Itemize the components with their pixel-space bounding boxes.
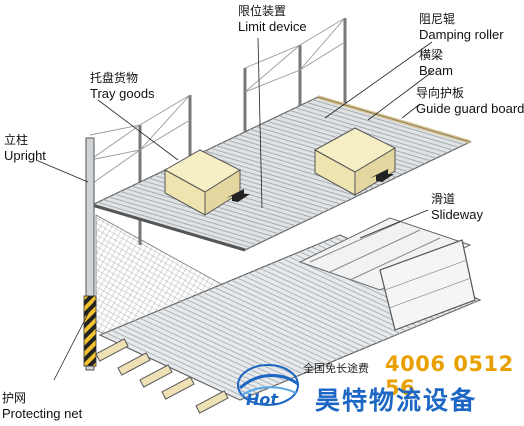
tray-goods-right xyxy=(313,127,397,196)
slideway-gate xyxy=(379,239,476,331)
roller xyxy=(208,289,349,356)
roller xyxy=(111,329,252,396)
roller xyxy=(174,303,315,370)
roller xyxy=(242,275,384,341)
roller xyxy=(271,263,412,330)
roller xyxy=(134,320,275,387)
slideway xyxy=(298,217,472,291)
label-upright-cn: 立柱 xyxy=(4,133,29,147)
lower-deck-rollers xyxy=(105,236,475,399)
company-name: 昊特物流设备 xyxy=(315,386,478,415)
roller xyxy=(236,277,378,344)
roller xyxy=(108,196,263,243)
label-guide-guard-board-cn: 导向护板 xyxy=(416,86,465,100)
roller xyxy=(295,107,448,154)
label-upright: 立柱 Upright xyxy=(4,133,46,163)
hotline-prefix: 全国免长途费 xyxy=(303,362,369,375)
roller xyxy=(139,317,281,384)
label-limit-device: 限位装置 Limit device xyxy=(238,4,307,34)
label-beam-cn: 横梁 xyxy=(419,48,444,62)
label-upright-en: Upright xyxy=(4,148,46,163)
roller xyxy=(204,150,358,197)
upright-guard xyxy=(83,295,97,367)
roller xyxy=(306,101,459,148)
front-upright xyxy=(85,137,95,371)
roller xyxy=(312,99,465,146)
roller xyxy=(300,104,454,151)
label-slideway-cn: 滑道 xyxy=(431,192,456,206)
hotline-number: 4006 0512 56 xyxy=(385,352,514,400)
roller xyxy=(151,313,292,380)
label-beam-en: Beam xyxy=(419,63,453,78)
roller xyxy=(97,201,251,248)
roller xyxy=(231,279,372,346)
roller xyxy=(225,282,366,349)
roller xyxy=(120,191,274,237)
label-protecting-net: 护网 Protecting net xyxy=(2,391,82,421)
hot-logo-icon xyxy=(237,364,299,406)
leader-lines xyxy=(35,37,433,381)
roller xyxy=(105,332,246,399)
roller xyxy=(199,153,353,200)
roller xyxy=(145,315,286,382)
label-damping-roller: 阻尼辊 Damping roller xyxy=(419,12,504,42)
label-protecting-net-en: Protecting net xyxy=(2,406,83,421)
roller xyxy=(179,301,321,368)
roller-ends xyxy=(95,338,229,414)
roller xyxy=(191,296,332,363)
roller xyxy=(219,284,361,351)
roller xyxy=(196,294,338,360)
roller xyxy=(162,308,304,375)
label-damping-roller-cn: 阻尼辊 xyxy=(419,12,456,26)
roller xyxy=(202,291,344,358)
roller xyxy=(214,286,355,353)
label-tray-goods: 托盘货物 Tray goods xyxy=(90,71,155,101)
roller xyxy=(248,272,389,339)
roller xyxy=(128,322,269,389)
label-tray-goods-en: Tray goods xyxy=(90,86,155,101)
label-beam: 横梁 Beam xyxy=(419,48,453,78)
label-tray-goods-cn: 托盘货物 xyxy=(90,71,139,85)
logo-text: Hot xyxy=(246,390,279,409)
roller xyxy=(116,327,258,394)
beam xyxy=(91,203,246,252)
roller xyxy=(168,305,309,372)
label-limit-device-en: Limit device xyxy=(238,19,307,34)
label-protecting-net-cn: 护网 xyxy=(2,391,27,405)
roller xyxy=(114,193,268,240)
roller xyxy=(185,298,326,365)
label-damping-roller-en: Damping roller xyxy=(419,27,504,42)
roller xyxy=(103,199,257,246)
label-limit-device-cn: 限位装置 xyxy=(238,4,287,18)
roller xyxy=(265,265,406,332)
tray-goods-left xyxy=(163,149,250,216)
label-slideway: 滑道 Slideway xyxy=(431,192,483,222)
roller xyxy=(259,267,401,334)
upright-bracing xyxy=(89,17,346,186)
label-guide-guard-board: 导向护板 Guide guard board xyxy=(416,86,524,116)
roller xyxy=(254,270,395,337)
label-slideway-en: Slideway xyxy=(431,207,484,222)
label-guide-guard-board-en: Guide guard board xyxy=(416,101,524,116)
